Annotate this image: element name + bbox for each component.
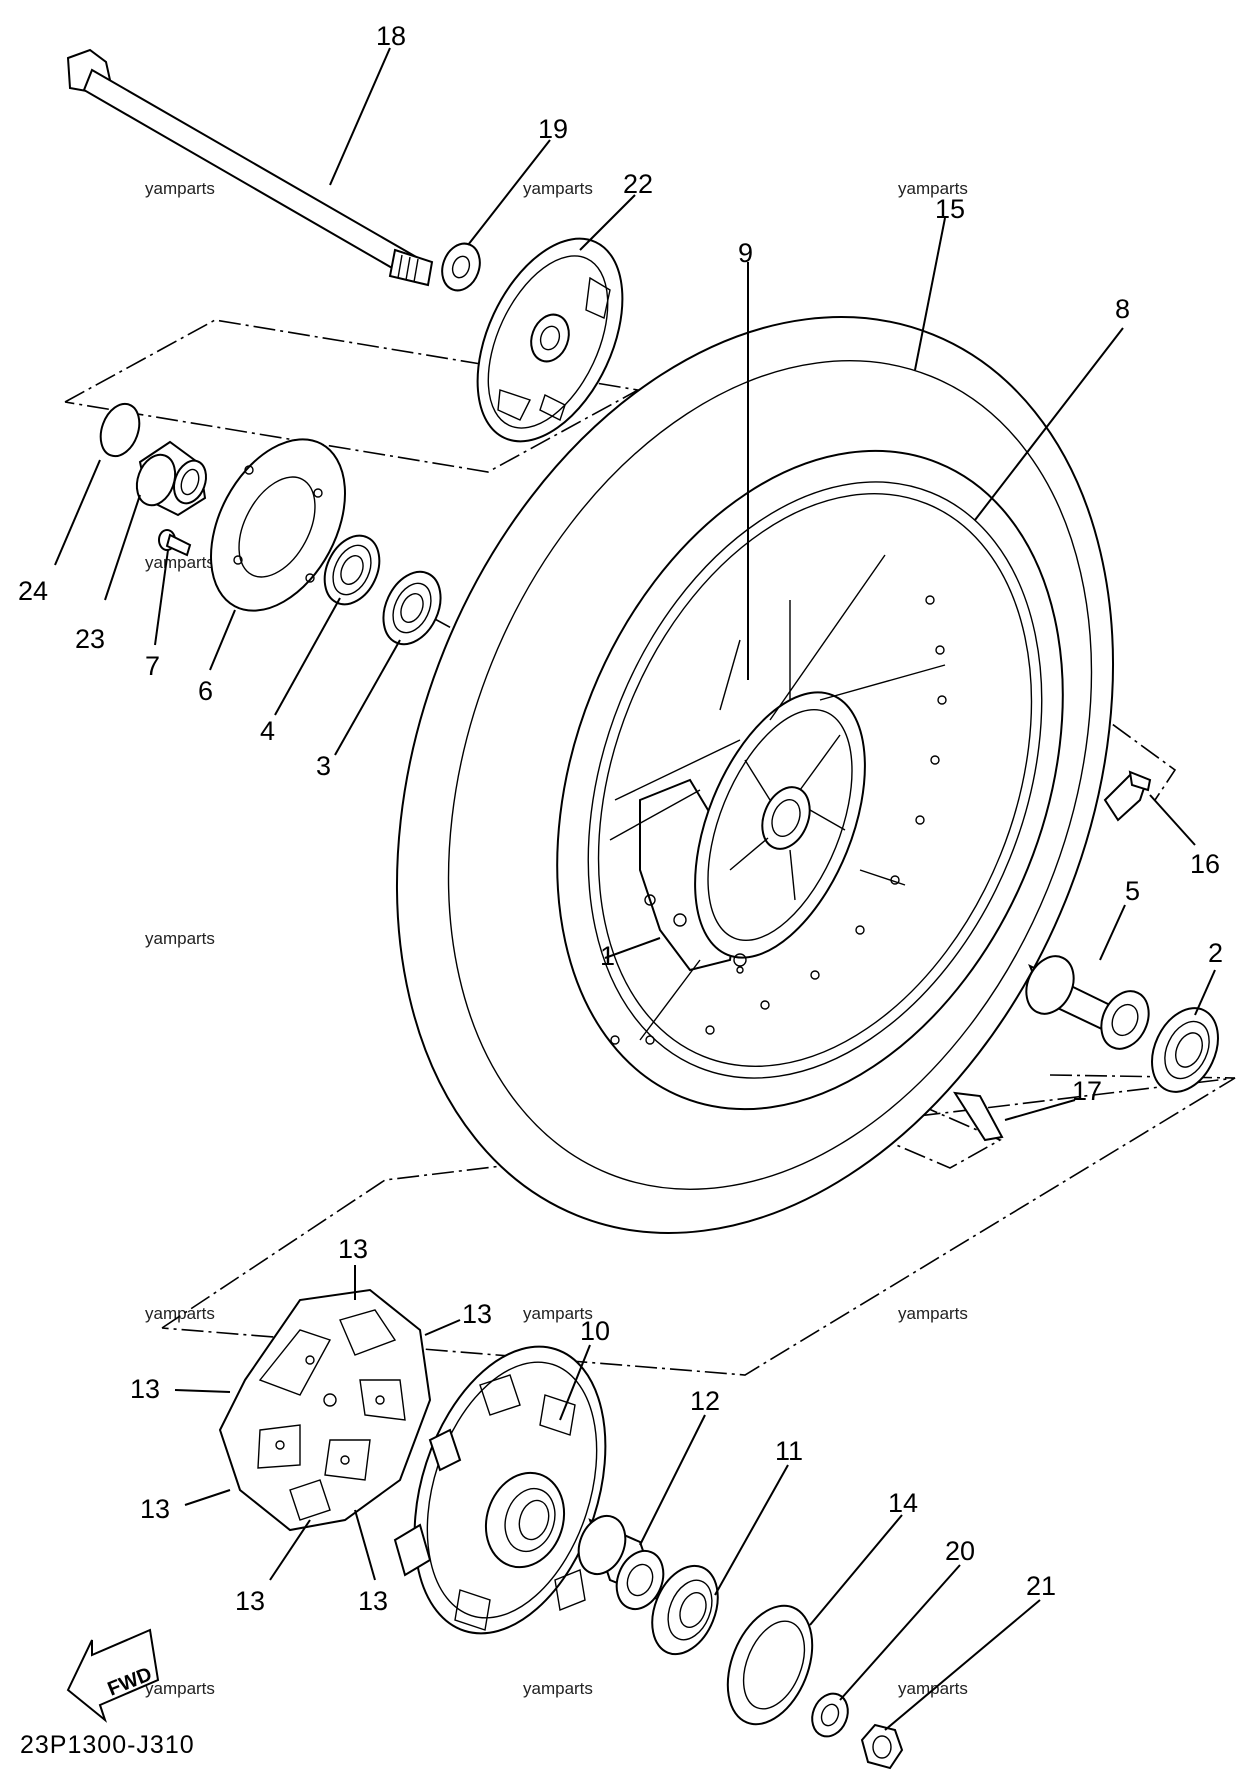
part-label-18: 18 [376, 21, 406, 51]
part-label-6: 6 [198, 676, 213, 706]
part-label-5: 5 [1125, 876, 1140, 906]
part-label-13: 13 [235, 1586, 265, 1616]
spokes [609, 554, 946, 1041]
part-label-2: 2 [1208, 938, 1223, 968]
part-labels: 1 2 3 4 5 6 7 8 9 10 11 12 13 13 13 13 1… [18, 21, 1223, 1616]
part-label-19: 19 [538, 114, 568, 144]
part-label-13: 13 [130, 1374, 160, 1404]
watermark: yamparts [523, 1304, 593, 1323]
part-label-21: 21 [1026, 1571, 1056, 1601]
balance-weight [953, 1091, 1004, 1142]
part-label-23: 23 [75, 624, 105, 654]
clutch-hub [393, 1345, 607, 1635]
sprocket-drum-plate [210, 438, 346, 612]
part-label-9: 9 [738, 238, 753, 268]
part-label-1: 1 [600, 941, 615, 971]
watermark: yamparts [145, 179, 215, 198]
watermark: yamparts [145, 553, 215, 572]
part-label-8: 8 [1115, 294, 1130, 324]
collar [135, 440, 207, 517]
bearing [1151, 1007, 1219, 1093]
part-label-24: 24 [18, 576, 48, 606]
part-label-4: 4 [260, 716, 275, 746]
part-label-17: 17 [1072, 1076, 1102, 1106]
axle-shaft [66, 48, 434, 287]
watermark: yamparts [145, 1679, 215, 1698]
part-label-7: 7 [145, 651, 160, 681]
watermark: yamparts [898, 1304, 968, 1323]
part-label-16: 16 [1190, 849, 1220, 879]
part-label-13: 13 [358, 1586, 388, 1616]
diagram-code: 23P1300-J310 [20, 1731, 195, 1759]
axle-collar [441, 242, 481, 292]
part-label-22: 22 [623, 169, 653, 199]
washer [811, 1692, 849, 1738]
o-ring [99, 402, 141, 458]
part-label-20: 20 [945, 1536, 975, 1566]
bearing [651, 1564, 719, 1656]
part-label-13: 13 [140, 1494, 170, 1524]
tire-valve [1103, 770, 1152, 822]
watermark: yamparts [523, 1679, 593, 1698]
part-label-13: 13 [462, 1299, 492, 1329]
part-label-12: 12 [690, 1386, 720, 1416]
leader-lines [54, 47, 1216, 1731]
nut [860, 1723, 904, 1770]
forward-direction-arrow: FWD [66, 1628, 160, 1723]
part-label-10: 10 [580, 1316, 610, 1346]
watermark: yamparts [898, 179, 968, 198]
watermark: yamparts [523, 179, 593, 198]
part-label-11: 11 [775, 1436, 803, 1466]
watermark: yamparts [145, 1304, 215, 1323]
watermark: yamparts [145, 929, 215, 948]
brake-shoe-plate [476, 237, 624, 443]
spacer [1025, 955, 1150, 1050]
part-label-13: 13 [338, 1234, 368, 1264]
rim-spoke-holes [610, 595, 947, 1045]
collar [577, 1514, 665, 1611]
oil-seal [726, 1604, 814, 1726]
bearing [382, 570, 442, 646]
bolt [158, 529, 192, 557]
part-label-14: 14 [888, 1488, 918, 1518]
part-label-3: 3 [316, 751, 331, 781]
part-label-15: 15 [935, 194, 965, 224]
hub-dampers [218, 1288, 432, 1532]
wheel-hub [639, 691, 866, 974]
